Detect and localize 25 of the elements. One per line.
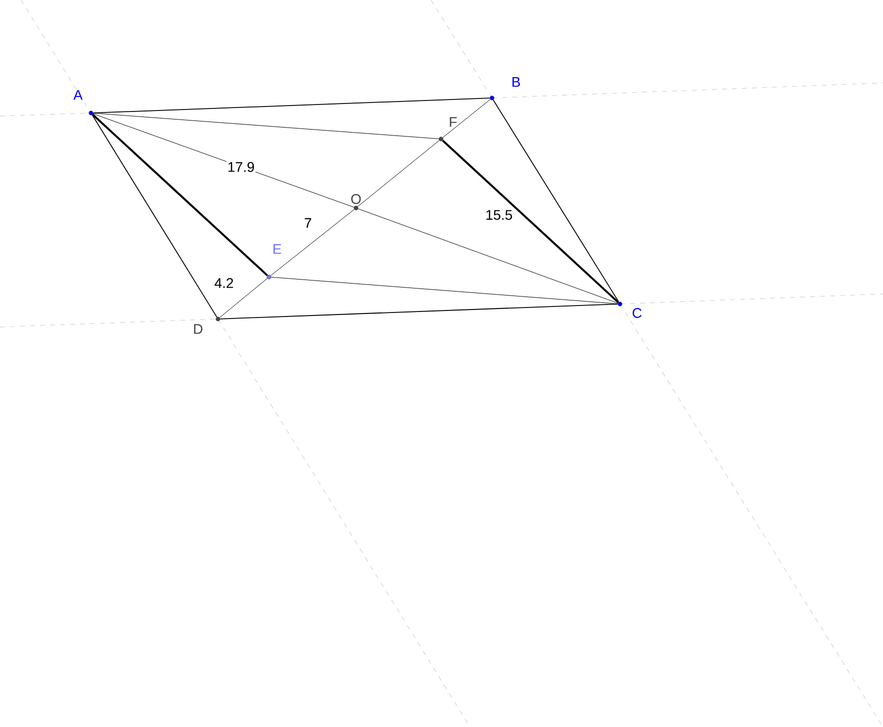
segment: [92, 114, 354, 208]
length-label: 4.2: [213, 277, 235, 289]
point-label: D: [194, 324, 202, 334]
segment: [93, 112, 439, 140]
point-label: O: [351, 194, 361, 204]
segment: [220, 304, 618, 320]
segment: [358, 140, 440, 207]
length-label: 7: [303, 217, 313, 229]
segment: [92, 98, 490, 114]
segment: [270, 209, 354, 276]
length-label: 17.9: [226, 161, 256, 173]
point-label: A: [73, 90, 83, 100]
segment: [358, 208, 618, 304]
segment: [442, 140, 620, 304]
segment: [220, 278, 268, 318]
point-label: C: [632, 308, 642, 318]
segment: [92, 114, 218, 318]
point-label: E: [273, 244, 282, 254]
segment: [92, 114, 268, 276]
point-label: F: [450, 117, 457, 127]
segment: [271, 276, 618, 304]
segment: [492, 99, 620, 302]
point-label: B: [512, 77, 520, 87]
segment: [442, 99, 490, 138]
length-label: 15.5: [484, 209, 514, 221]
